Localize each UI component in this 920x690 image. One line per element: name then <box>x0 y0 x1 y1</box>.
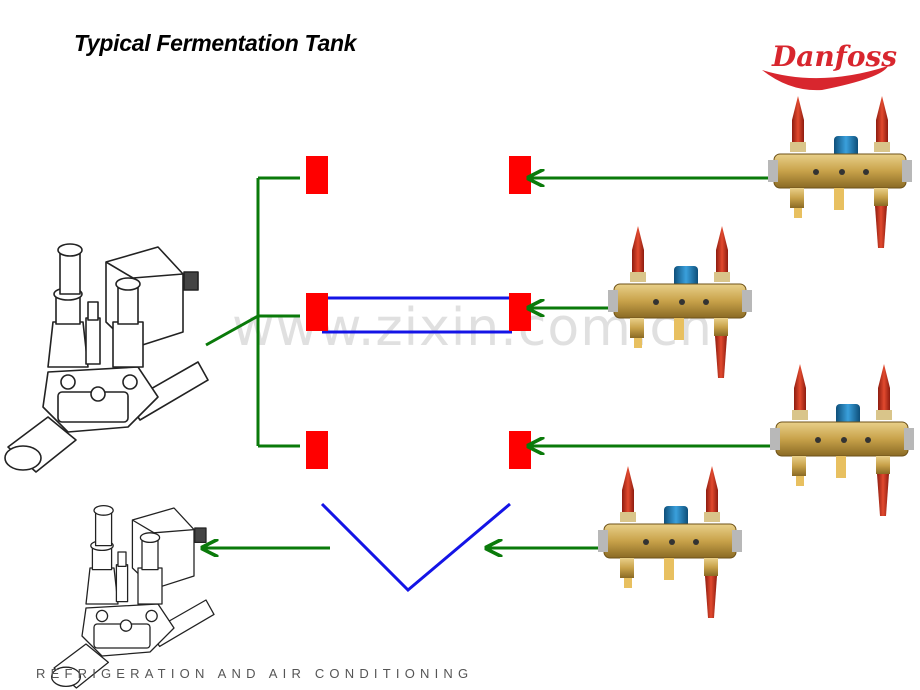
valve-station-icon <box>597 465 743 619</box>
port-left-top <box>306 156 328 194</box>
page-title: Typical Fermentation Tank <box>74 30 357 56</box>
tank-cone-jacket <box>320 502 511 593</box>
port-markers <box>306 156 531 469</box>
danfoss-logo: Danfoss <box>762 40 897 91</box>
port-right-bottom <box>509 431 531 469</box>
solenoid-valve-icon <box>4 243 209 473</box>
supply-manifold <box>205 176 300 448</box>
footer-text: REFRIGERATION AND AIR CONDITIONING <box>36 666 474 681</box>
valve-station-icon <box>769 363 915 517</box>
solenoid-valve-icon <box>50 504 215 689</box>
port-left-bottom <box>306 431 328 469</box>
port-right-middle <box>509 293 531 331</box>
valve-station-icon <box>767 95 913 249</box>
cooling-jacket <box>322 296 512 334</box>
port-left-middle <box>306 293 328 331</box>
port-right-top <box>509 156 531 194</box>
valve-station-icon <box>607 225 753 379</box>
logo-text: Danfoss <box>771 40 897 73</box>
